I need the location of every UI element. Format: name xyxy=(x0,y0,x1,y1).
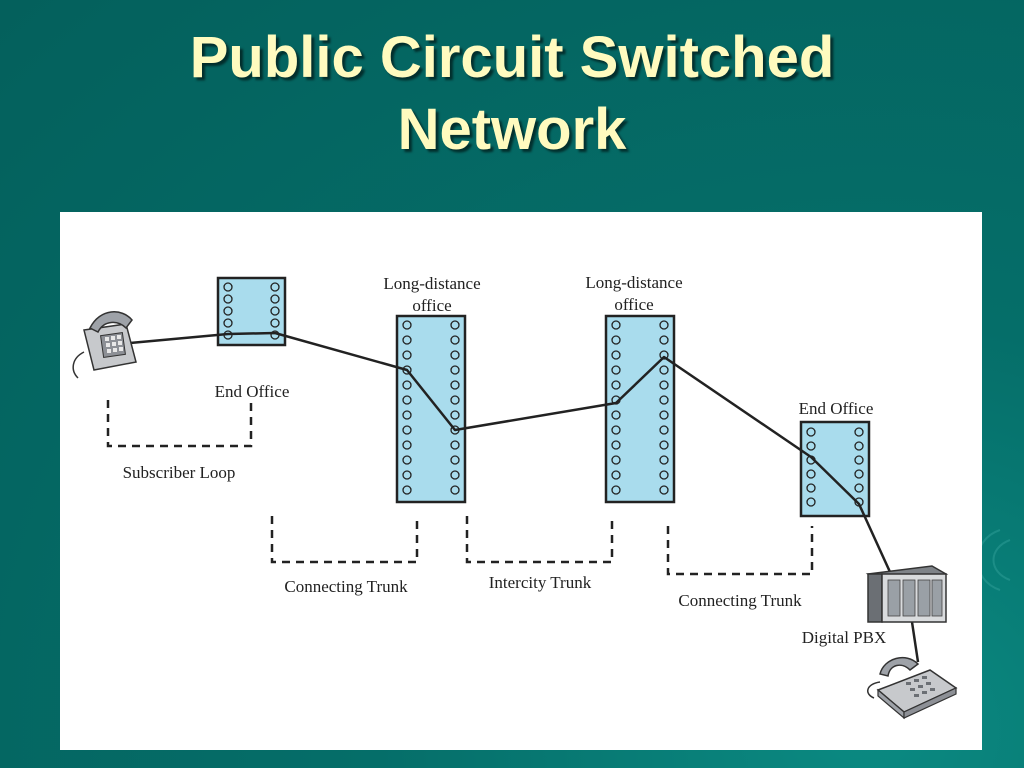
subscriber-loop-label: Subscriber Loop xyxy=(123,463,236,482)
digital-pbx-icon xyxy=(865,565,949,623)
title-line-2: Network xyxy=(397,97,627,162)
connecting-trunk-right-label: Connecting Trunk xyxy=(678,591,802,610)
subscriber-loop-bracket xyxy=(106,400,253,448)
intercity-trunk-label: Intercity Trunk xyxy=(489,573,592,592)
connecting-trunk-right-bracket xyxy=(666,526,814,576)
connecting-trunk-left-bracket xyxy=(270,516,419,564)
long-distance-office-right-label-line2: office xyxy=(614,295,653,314)
telephone-left-icon xyxy=(72,311,137,379)
long-distance-office-right-switch xyxy=(604,314,676,504)
end-office-left-label: End Office xyxy=(215,382,290,401)
title-line-1: Public Circuit Switched xyxy=(189,25,835,90)
slide-title: Public Circuit Switched Network xyxy=(0,22,1024,166)
connecting-trunk-left-label: Connecting Trunk xyxy=(284,577,408,596)
long-distance-office-left-switch xyxy=(395,314,467,504)
long-distance-office-left-label-line1: Long-distance xyxy=(383,274,480,293)
network-diagram: End Office Long-distance office Long-dis… xyxy=(60,212,982,750)
end-office-right-label: End Office xyxy=(799,399,874,418)
long-distance-office-left-label-line2: office xyxy=(412,296,451,315)
circuit-path xyxy=(129,331,892,573)
end-office-right-switch xyxy=(799,420,871,518)
telephone-right-icon xyxy=(867,656,958,720)
intercity-trunk-bracket xyxy=(465,516,614,564)
pbx-to-phone-line xyxy=(910,621,920,663)
digital-pbx-label: Digital PBX xyxy=(802,628,887,647)
long-distance-office-right-label-line1: Long-distance xyxy=(585,273,682,292)
